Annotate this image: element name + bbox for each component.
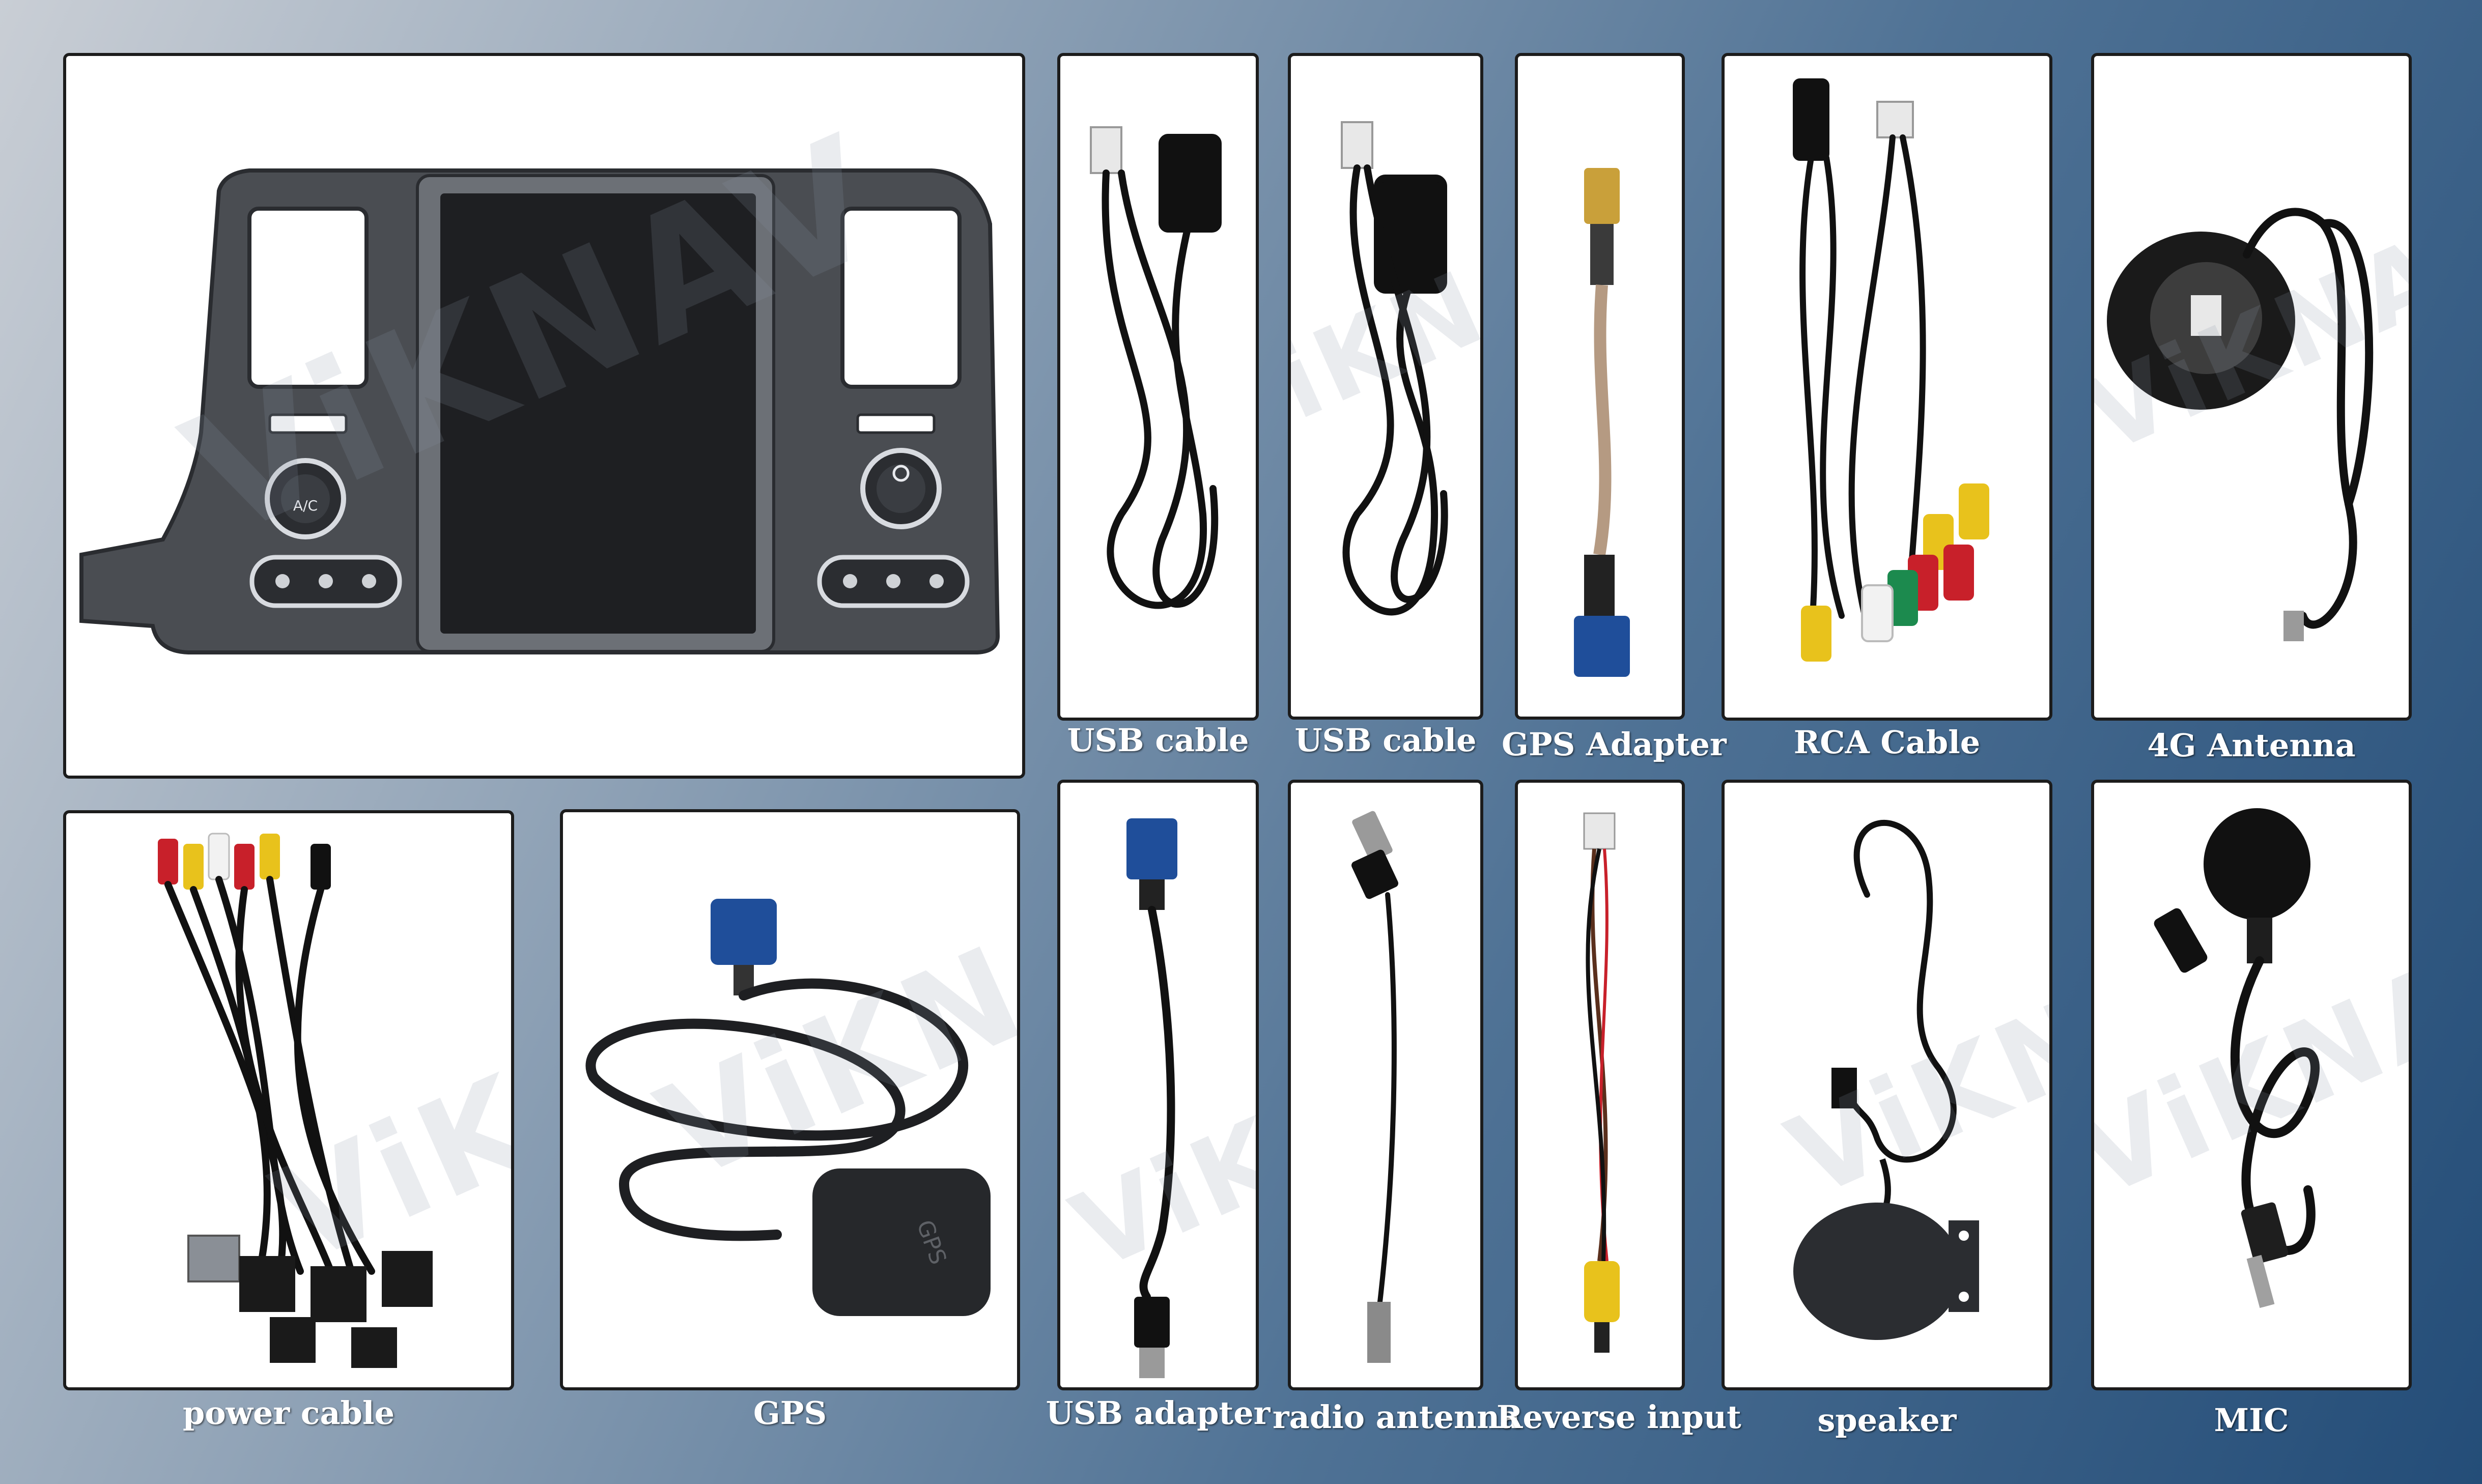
gps-label: GPS: [753, 1394, 827, 1432]
radio-antenna-card: [1288, 780, 1483, 1390]
antenna-4g-image: [2107, 208, 2374, 641]
antenna-4g-card: ViKNAV: [2091, 53, 2412, 721]
ac-button-label: A/C: [293, 497, 318, 514]
radio-antenna-label: radio antenna: [1273, 1399, 1520, 1436]
reverse-input-card: [1515, 780, 1685, 1390]
head-unit-card: A/C ViKNAV: [63, 53, 1025, 779]
head-unit-image: [79, 168, 1000, 654]
usb-cable-2-label: USB cable: [1294, 722, 1477, 759]
usb-adapter-label: USB adapter: [1046, 1394, 1271, 1432]
usb-cable-1-image: [1090, 126, 1222, 609]
speaker-image: [1793, 820, 1979, 1340]
usb-adapter-image: [1126, 818, 1177, 1378]
reverse-input-image: [1583, 812, 1620, 1353]
rca-cable-card: [1722, 53, 2052, 721]
radio-antenna-image: [1351, 811, 1398, 1363]
gps-adapter-image: [1574, 168, 1630, 677]
speaker-label: speaker: [1817, 1402, 1957, 1439]
mic-label: MIC: [2214, 1402, 2289, 1439]
speaker-card: ViKNAV: [1722, 780, 2052, 1390]
gps-adapter-label: GPS Adapter: [1502, 726, 1727, 763]
rca-cable-label: RCA Cable: [1793, 724, 1981, 761]
usb-cable-1-label: USB cable: [1067, 722, 1249, 759]
mic-card: ViKNAV: [2091, 780, 2412, 1390]
mic-image: [2154, 808, 2320, 1308]
reverse-input-label: Reverse input: [1497, 1399, 1741, 1436]
gps-image: [585, 899, 991, 1316]
rca-cable-image: [1793, 78, 1989, 662]
usb-cable-2-image: [1341, 121, 1448, 616]
power-cable-card: ViKNAV: [63, 810, 514, 1390]
gps-adapter-card: [1515, 53, 1685, 720]
power-cable-image: [158, 833, 433, 1368]
power-cable-label: power cable: [182, 1394, 395, 1432]
usb-adapter-card: ViKNAV: [1057, 780, 1259, 1390]
usb-cable-2-card: ViKNAV: [1288, 53, 1483, 720]
antenna-4g-label: 4G Antenna: [2147, 727, 2356, 764]
usb-cable-1-card: [1057, 53, 1259, 721]
gps-card: GPS ViKNAV: [560, 809, 1020, 1390]
